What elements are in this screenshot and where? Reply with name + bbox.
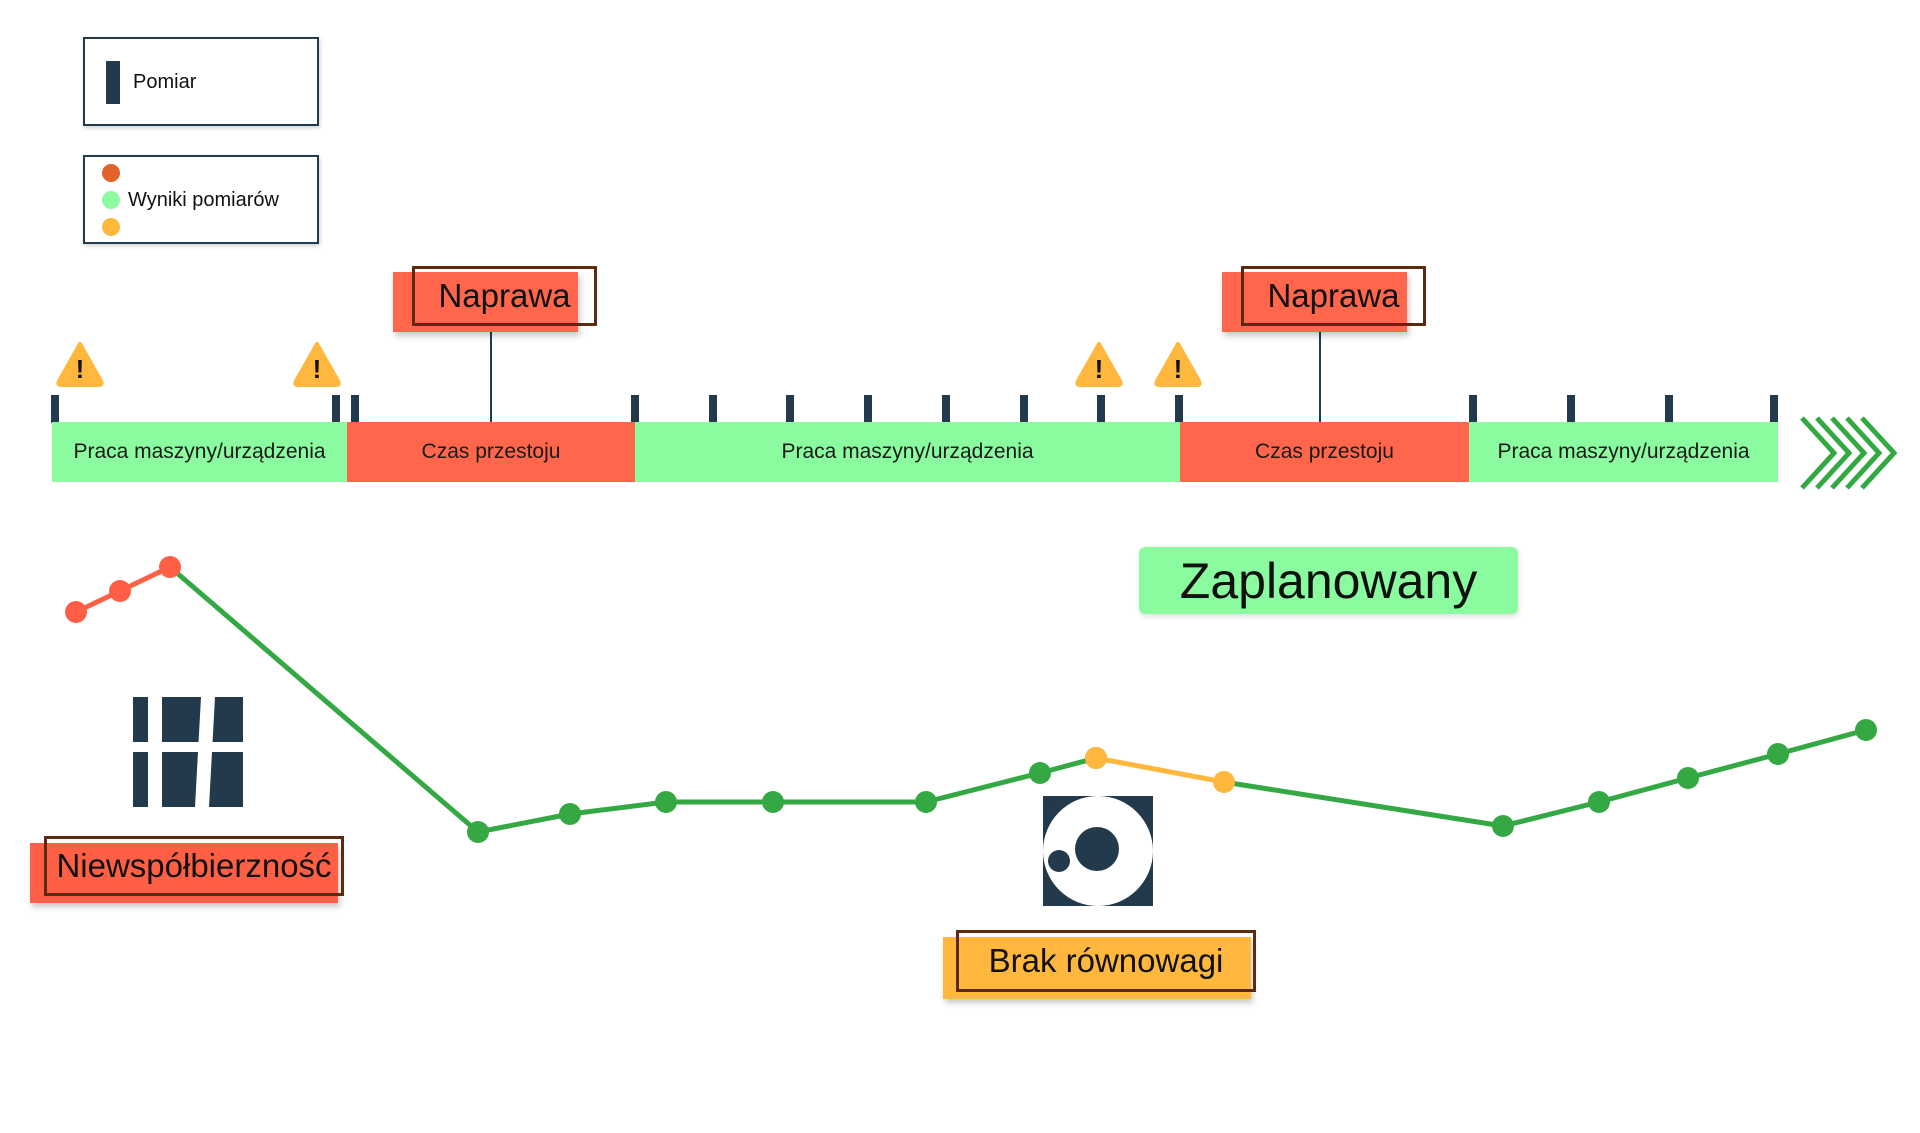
result-point-good — [559, 803, 581, 825]
result-point-good — [915, 791, 937, 813]
result-line-good-2 — [1223, 727, 1867, 829]
measurement-tick-6 — [786, 395, 794, 423]
result-line-warning — [1095, 755, 1225, 785]
legend-results-label: Wyniki pomiarów — [128, 189, 279, 211]
chevron-right-icon — [1830, 416, 1868, 490]
measurement-tick-5 — [709, 395, 717, 423]
chevron-right-icon — [1860, 416, 1898, 490]
result-point-good — [1588, 791, 1610, 813]
legend-results: Wyniki pomiarów — [83, 155, 319, 244]
measurement-tick-8 — [942, 395, 950, 423]
chevron-right-icon — [1815, 416, 1853, 490]
status-planned-badge: Zaplanowany — [1139, 547, 1518, 614]
warning-triangle-icon — [1154, 342, 1202, 387]
measurement-tick-4 — [631, 395, 639, 423]
measurement-marker-icon — [106, 61, 120, 104]
imbalance-tag: Brak równowagi — [956, 930, 1256, 992]
segment-running-1: Praca maszyny/urządzenia — [52, 422, 347, 482]
result-point-bad — [109, 580, 131, 602]
imbalance-icon-mass-2 — [1048, 850, 1070, 872]
result-point-good — [762, 791, 784, 813]
result-dot-green-icon — [102, 191, 120, 209]
result-point-good — [1855, 719, 1877, 741]
result-point-good — [1677, 767, 1699, 789]
misalignment-tag: Niewspółbierzność — [44, 836, 344, 896]
chevron-right-icon — [1800, 416, 1838, 490]
repair-tag-1: Naprawa — [412, 266, 597, 326]
chevron-right-icon — [1845, 416, 1883, 490]
warning-exclamation: ! — [76, 354, 85, 384]
result-dot-yellow-icon — [102, 218, 120, 236]
measurement-tick-12 — [1469, 395, 1477, 423]
repair-tag-1-backing — [393, 272, 578, 332]
imbalance-tag-backing — [943, 937, 1251, 999]
misalignment-icon-gap-3 — [133, 742, 243, 752]
segment-downtime-2: Czas przestoju — [1180, 422, 1469, 482]
result-point-warning — [1213, 771, 1235, 793]
segment-downtime-1: Czas przestoju — [347, 422, 635, 482]
warning-triangle-icon — [1075, 342, 1123, 387]
result-point-good — [1767, 743, 1789, 765]
legend-measurement: Pomiar — [83, 37, 319, 126]
result-point-good — [655, 791, 677, 813]
measurement-tick-14 — [1665, 395, 1673, 423]
segment-running-3: Praca maszyny/urządzenia — [1469, 422, 1778, 482]
measurement-tick-1 — [51, 395, 59, 423]
measurement-tick-7 — [864, 395, 872, 423]
result-dot-red-icon — [102, 164, 120, 182]
repair-tag-2: Naprawa — [1241, 266, 1426, 326]
warning-triangle-icon — [293, 342, 341, 387]
warning-exclamation: ! — [1095, 354, 1104, 384]
imbalance-icon-mass-1 — [1075, 827, 1119, 871]
measurement-tick-11 — [1175, 395, 1183, 423]
result-point-warning — [1085, 747, 1107, 769]
segment-running-2: Praca maszyny/urządzenia — [635, 422, 1180, 482]
result-point-good — [1492, 815, 1514, 837]
measurement-tick-9 — [1020, 395, 1028, 423]
measurement-tick-2 — [332, 395, 340, 423]
warning-exclamation: ! — [1174, 354, 1183, 384]
result-point-good — [467, 821, 489, 843]
measurement-tick-13 — [1567, 395, 1575, 423]
measurement-tick-3 — [351, 395, 359, 423]
result-line-good-1 — [168, 565, 1097, 835]
result-point-bad — [159, 556, 181, 578]
result-point-bad — [65, 601, 87, 623]
repair-tag-2-backing — [1222, 272, 1407, 332]
warning-exclamation: ! — [313, 354, 322, 384]
warning-triangle-icon — [56, 342, 104, 387]
measurement-tick-10 — [1097, 395, 1105, 423]
legend-measurement-label: Pomiar — [133, 71, 197, 93]
result-point-good — [1029, 762, 1051, 784]
measurement-tick-15 — [1770, 395, 1778, 423]
